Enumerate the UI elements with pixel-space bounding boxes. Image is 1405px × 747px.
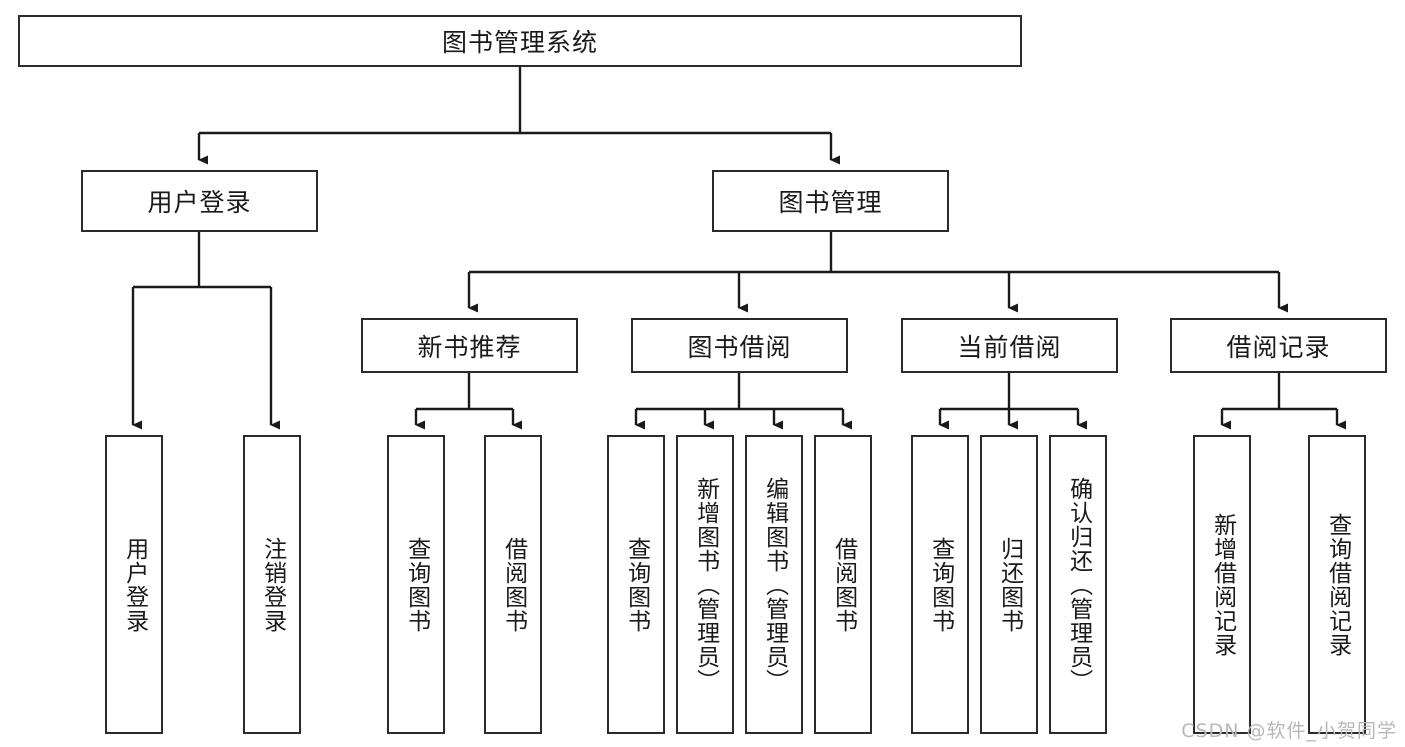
node-label: 当前借阅 <box>957 332 1062 362</box>
node-new-book-recommend[interactable]: 新书推荐 <box>361 318 578 373</box>
node-label: 借阅图书 <box>830 536 857 633</box>
leaf-logout[interactable]: 注销登录 <box>243 435 301 734</box>
node-label: 新增借阅记录 <box>1209 512 1236 657</box>
leaf-borrow-book-rec[interactable]: 借阅图书 <box>484 435 542 734</box>
leaf-borrow-book[interactable]: 借阅图书 <box>814 435 872 734</box>
node-current-borrow[interactable]: 当前借阅 <box>901 318 1118 373</box>
leaf-confirm-return-admin[interactable]: 确认归还（管理员） <box>1049 435 1107 734</box>
node-label: 归还图书 <box>996 536 1023 633</box>
node-label: 图书管理 <box>778 188 883 217</box>
node-label: 用户登录 <box>147 188 252 217</box>
node-label: 新增图书（管理员） <box>692 476 719 693</box>
leaf-user-login[interactable]: 用户登录 <box>105 435 163 734</box>
leaf-edit-book-admin[interactable]: 编辑图书（管理员） <box>745 435 803 734</box>
leaf-add-borrow-record[interactable]: 新增借阅记录 <box>1193 435 1251 734</box>
leaf-query-borrow-record[interactable]: 查询借阅记录 <box>1308 435 1366 734</box>
node-book-borrow[interactable]: 图书借阅 <box>631 318 848 373</box>
node-label: 借阅图书 <box>500 536 527 633</box>
node-book-management[interactable]: 图书管理 <box>712 170 949 232</box>
node-label: 注销登录 <box>259 536 286 633</box>
node-label: 图书借阅 <box>687 332 792 362</box>
node-label: 用户登录 <box>121 536 148 633</box>
leaf-query-book-rec[interactable]: 查询图书 <box>387 435 445 734</box>
leaf-add-book-admin[interactable]: 新增图书（管理员） <box>676 435 734 734</box>
node-label: 编辑图书（管理员） <box>761 476 788 693</box>
leaf-query-book-borrow[interactable]: 查询图书 <box>607 435 665 734</box>
node-label: 图书管理系统 <box>441 28 598 57</box>
node-label: 查询图书 <box>927 536 954 633</box>
node-label: 确认归还（管理员） <box>1065 476 1092 693</box>
node-borrow-record[interactable]: 借阅记录 <box>1170 318 1387 373</box>
node-root-book-management-system[interactable]: 图书管理系统 <box>18 15 1022 67</box>
node-user-login[interactable]: 用户登录 <box>81 170 318 232</box>
leaf-return-book[interactable]: 归还图书 <box>980 435 1038 734</box>
node-label: 查询图书 <box>403 536 430 633</box>
node-label: 新书推荐 <box>417 332 522 362</box>
node-label: 借阅记录 <box>1226 332 1331 362</box>
leaf-query-book-current[interactable]: 查询图书 <box>911 435 969 734</box>
node-label: 查询借阅记录 <box>1324 512 1351 657</box>
node-label: 查询图书 <box>623 536 650 633</box>
